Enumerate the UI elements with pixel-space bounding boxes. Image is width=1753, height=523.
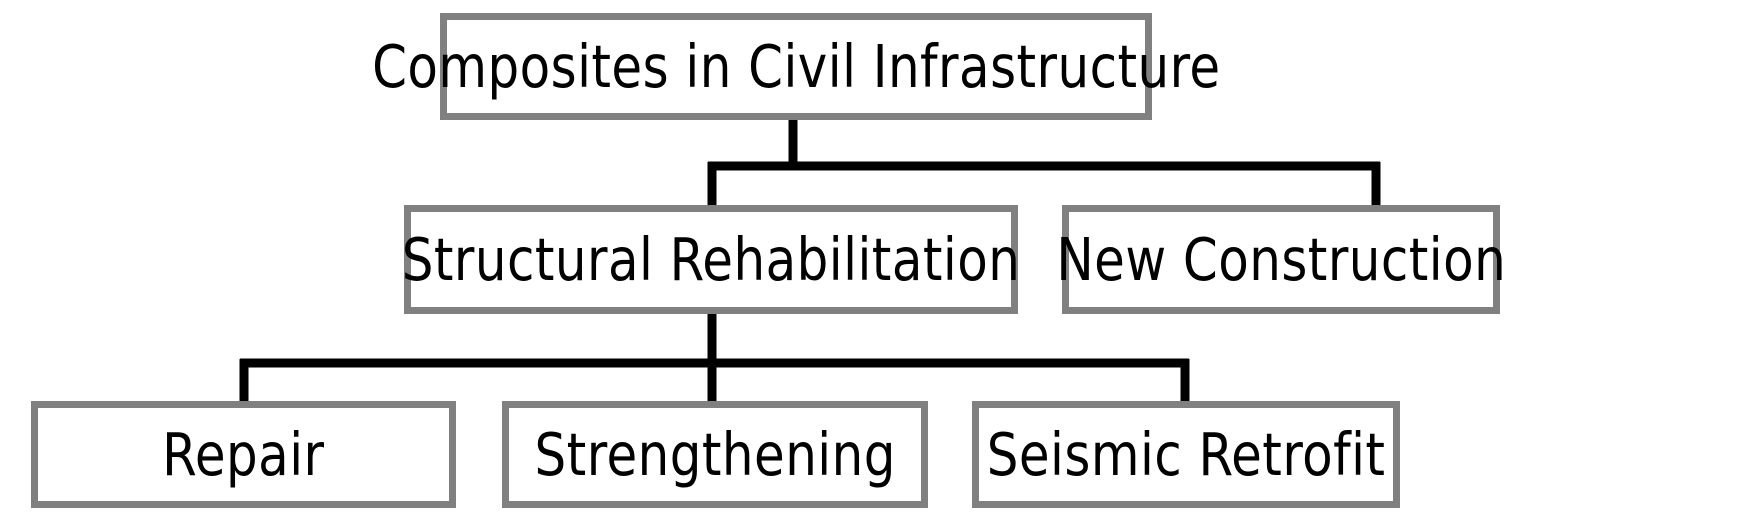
- node-strengthening[interactable]: Strengthening: [502, 401, 928, 508]
- node-label-repair: Repair: [162, 420, 325, 489]
- node-label-seismic-retrofit: Seismic Retrofit: [986, 420, 1386, 489]
- node-structural-rehabilitation[interactable]: Structural Rehabilitation: [401, 205, 1021, 314]
- node-label-root: Composites in Civil Infrastructure: [371, 32, 1221, 101]
- node-new-construction[interactable]: New Construction: [1056, 205, 1505, 314]
- node-composites-in-civil-infrastructure[interactable]: Composites in Civil Infrastructure: [372, 13, 1220, 120]
- node-label-structural-rehabilitation: Structural Rehabilitation: [401, 225, 1021, 294]
- node-repair[interactable]: Repair: [31, 401, 456, 508]
- node-seismic-retrofit[interactable]: Seismic Retrofit: [972, 401, 1400, 508]
- node-label-new-construction: New Construction: [1056, 225, 1506, 294]
- node-label-strengthening: Strengthening: [534, 420, 896, 489]
